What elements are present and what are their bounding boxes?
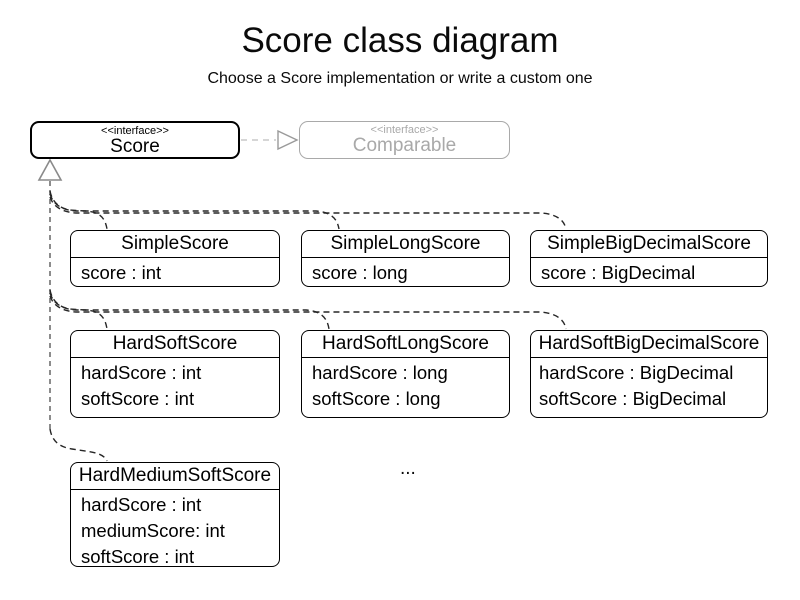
class-hard-soft-score: HardSoftScore hardScore : int softScore … <box>70 330 280 418</box>
page-subtitle: Choose a Score implementation or write a… <box>207 70 593 87</box>
interface-comparable: <<interface>> Comparable <box>299 121 510 159</box>
class-simple-long-score: SimpleLongScore score : long <box>301 230 510 287</box>
realization-edge-hard-soft-long-score <box>49 292 330 330</box>
class-simple-big-decimal-score: SimpleBigDecimalScore score : BigDecimal <box>530 230 768 287</box>
realization-edge-hard-soft-big-decimal-score <box>49 295 567 330</box>
class-name: HardSoftScore <box>71 331 279 358</box>
class-simple-score: SimpleScore score : int <box>70 230 280 287</box>
realization-edge-simple-long-score <box>49 193 340 230</box>
class-hard-soft-big-decimal-score: HardSoftBigDecimalScore hardScore : BigD… <box>530 330 768 418</box>
class-field: score : long <box>312 262 408 283</box>
class-name: HardSoftBigDecimalScore <box>531 331 767 358</box>
class-field: softScore : BigDecimal <box>539 388 727 409</box>
interface-score: <<interface>> Score <box>30 121 240 159</box>
realization-edge-hard-medium-soft-score <box>49 428 108 462</box>
class-field: softScore : int <box>81 388 195 409</box>
class-field: hardScore : BigDecimal <box>539 362 734 383</box>
stereotype-label: <<interface>> <box>370 124 439 136</box>
interface-name: Comparable <box>352 135 457 156</box>
hollow-triangle-up-icon <box>37 158 63 181</box>
page-title: Score class diagram <box>241 21 559 60</box>
class-field: hardScore : int <box>81 494 202 515</box>
realization-edge-simple-score <box>49 190 108 230</box>
class-name: HardMediumSoftScore <box>71 463 279 490</box>
class-name: HardSoftLongScore <box>302 331 509 358</box>
class-field: score : int <box>81 262 162 283</box>
class-field: hardScore : int <box>81 362 202 383</box>
stereotype-label: <<interface>> <box>101 125 169 137</box>
hollow-triangle-right-icon <box>277 129 299 151</box>
class-field: softScore : long <box>312 388 441 409</box>
more-implementations-ellipsis: ... <box>400 458 416 479</box>
realization-edge-hard-soft-score <box>49 289 108 330</box>
class-hard-medium-soft-score: HardMediumSoftScore hardScore : int medi… <box>70 462 280 567</box>
class-name: SimpleLongScore <box>302 231 509 258</box>
class-field: mediumScore: int <box>81 520 225 541</box>
class-name: SimpleScore <box>71 231 279 258</box>
class-name: SimpleBigDecimalScore <box>531 231 767 258</box>
class-field: hardScore : long <box>312 362 448 383</box>
interface-name: Score <box>110 136 160 157</box>
class-field: score : BigDecimal <box>541 262 696 283</box>
realization-edge-simple-big-decimal-score <box>49 196 567 230</box>
class-field: softScore : int <box>81 546 195 567</box>
class-hard-soft-long-score: HardSoftLongScore hardScore : long softS… <box>301 330 510 418</box>
